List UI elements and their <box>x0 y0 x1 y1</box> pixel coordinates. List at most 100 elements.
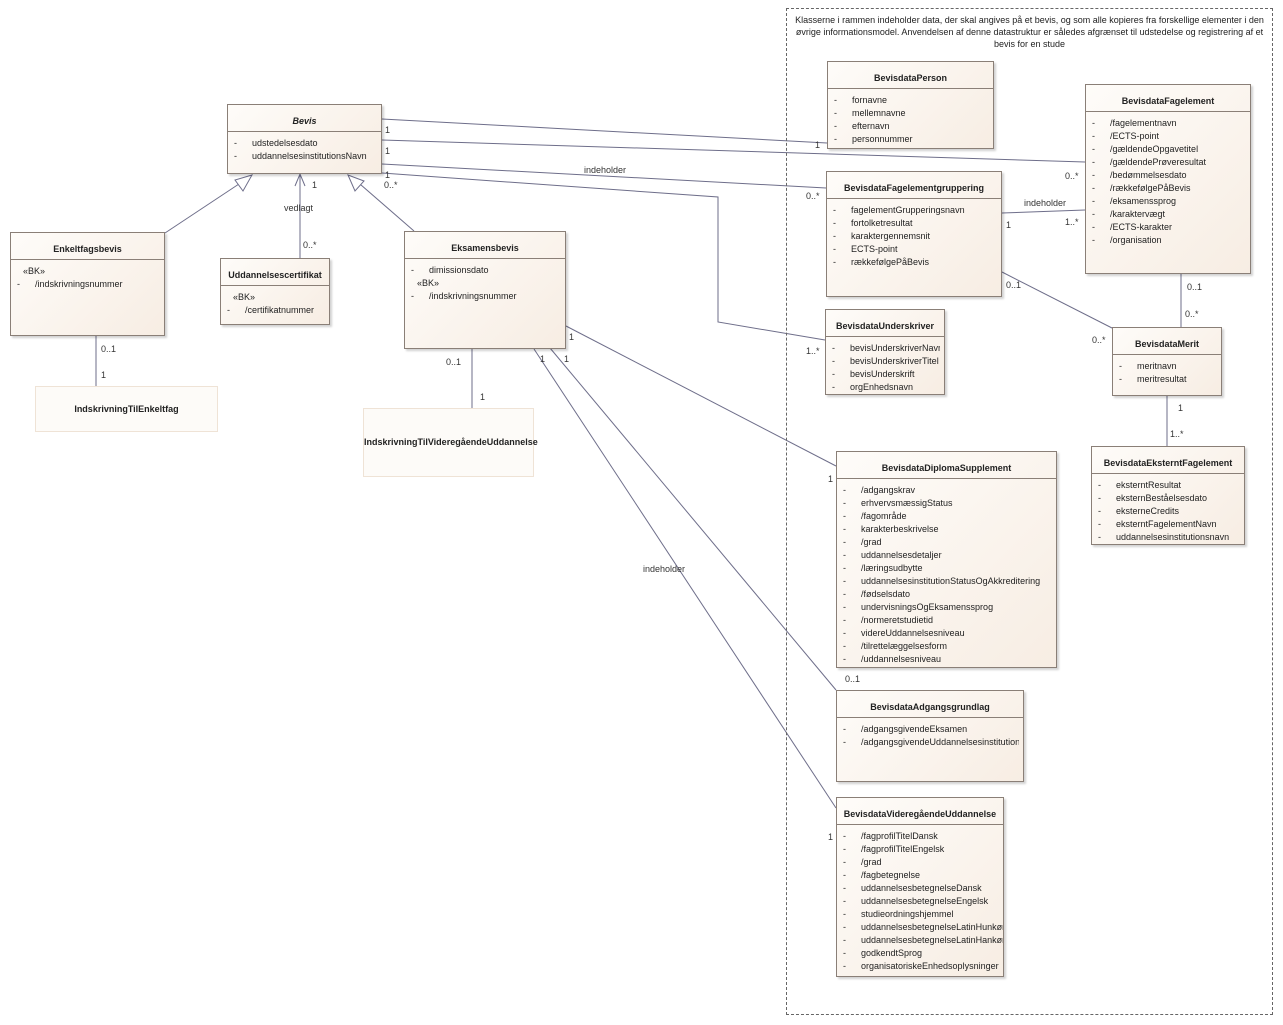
mult: 1 <box>385 125 391 135</box>
assoc-bevis-person <box>381 118 828 144</box>
class-bevis[interactable]: Bevis -udstedelsesdato -uddannelsesinsti… <box>227 104 382 174</box>
stereotype: «BK» <box>233 292 256 302</box>
arrowhead-vedlagt <box>294 172 306 187</box>
attribute: -uddannelsesinstitutionStatusOgAkkredite… <box>843 576 1041 586</box>
note-indskrivning-videre[interactable]: IndskrivningTilVideregåendeUddannelse <box>363 408 538 477</box>
attribute: -/certifikatnummer <box>227 305 315 315</box>
class-bevisdata-eksternt-fagelement[interactable]: BevisdataEksterntFagelement -eksterntRes… <box>1091 446 1245 545</box>
attribute: -/karaktervægt <box>1092 209 1166 219</box>
assoc-gruppering-merit <box>1001 271 1113 329</box>
class-title: BevisdataDiplomaSupplement <box>837 452 1056 479</box>
label-vedlagt: vedlagt <box>284 203 314 213</box>
attribute: -eksterntFagelementNavn <box>1098 519 1217 529</box>
attribute: -fagelementGrupperingsnavn <box>833 205 965 215</box>
attribute: -uddannelsesinstitutionsNavn <box>234 151 367 161</box>
attribute: -/adgangsgivendeUddannelsesinstitution <box>843 737 1019 747</box>
class-bevisdata-fagelement[interactable]: BevisdataFagelement -/fagelementnavn -/E… <box>1085 84 1251 274</box>
class-uddannelsescertifikat[interactable]: Uddannelsescertifikat «BK» -/certifikatn… <box>220 258 330 325</box>
label-indeholder-grp-fag: indeholder <box>1024 198 1067 208</box>
attribute: -/fagprofilTitelDansk <box>843 831 938 841</box>
attribute: -/fagbetegnelse <box>843 870 921 880</box>
mult: 1 <box>101 370 107 380</box>
attribute: -videreUddannelsesniveau <box>843 628 965 638</box>
mult: 1 <box>828 474 834 484</box>
attribute: -uddannelsesbetegnelseDansk <box>843 883 982 893</box>
class-bevisdata-diploma-supplement[interactable]: BevisdataDiplomaSupplement -/adgangskrav… <box>836 451 1057 668</box>
attribute: -bevisUnderskriverTitel <box>832 356 939 366</box>
class-title: BevisdataFagelement <box>1086 85 1250 112</box>
class-title: BevisdataFagelementgruppering <box>827 172 1001 199</box>
mult: 1 <box>540 354 546 364</box>
attribute: -/adgangsgivendeEksamen <box>843 724 968 734</box>
bevisdata-frame <box>786 8 1273 1015</box>
attribute: -personnummer <box>834 134 913 144</box>
assoc-bevis-fagelement <box>381 139 1086 163</box>
attribute: -meritnavn <box>1119 361 1177 371</box>
attribute: -organisatoriskeEnhedsoplysninger <box>843 961 999 971</box>
attribute: -/fagprofilTitelEngelsk <box>843 844 945 854</box>
mult: 0..1 <box>1006 280 1022 290</box>
mult: 1 <box>815 140 821 150</box>
attribute: -efternavn <box>834 121 890 131</box>
mult: 1..* <box>1065 217 1079 227</box>
attribute: -undervisningsOgEksamenssprog <box>843 602 994 612</box>
attribute: -erhvervsmæssigStatus <box>843 498 953 508</box>
attribute: -uddannelsesdetaljer <box>843 550 942 560</box>
mult: 1..* <box>1170 429 1184 439</box>
mult: 1 <box>564 354 570 364</box>
class-enkeltfagsbevis[interactable]: Enkeltfagsbevis «BK» -/indskrivningsnumm… <box>10 232 165 336</box>
mult: 1 <box>1006 220 1012 230</box>
attribute: -fortolketresultat <box>833 218 913 228</box>
class-bevisdata-person[interactable]: BevisdataPerson -fornavne -mellemnavne -… <box>827 61 994 149</box>
class-title: Bevis <box>228 105 381 132</box>
attribute: -bevisUnderskrift <box>832 369 915 379</box>
class-title: Enkeltfagsbevis <box>11 233 164 260</box>
mult: 0..* <box>1065 171 1079 181</box>
attribute: -karaktergennemsnit <box>833 231 931 241</box>
gen-eksamens-bevis <box>352 177 415 232</box>
stereotype: «BK» <box>417 278 440 288</box>
note-indskrivning-enkeltfag[interactable]: IndskrivningTilEnkeltfag <box>35 386 218 432</box>
class-title: BevisdataEksterntFagelement <box>1092 447 1244 474</box>
attribute: -/rækkefølgePåBevis <box>1092 183 1191 193</box>
attribute: -eksternBeståelsesdato <box>1098 493 1208 503</box>
class-title: BevisdataUnderskriver <box>826 310 944 337</box>
attribute: -orgEnhedsnavn <box>832 382 914 392</box>
attribute: -eksterneCredits <box>1098 506 1180 516</box>
mult: 0..* <box>1185 309 1199 319</box>
attribute: -/fagelementnavn <box>1092 118 1177 128</box>
attribute: -mellemnavne <box>834 108 906 118</box>
attribute: -uddannelsesinstitutionsnavn <box>1098 532 1230 542</box>
attribute: -/tilrettelæggelsesform <box>843 641 948 651</box>
attribute: -/adgangskrav <box>843 485 916 495</box>
attribute: -dimissionsdato <box>411 265 489 275</box>
class-bevisdata-adgangsgrundlag[interactable]: BevisdataAdgangsgrundlag -/adgangsgivend… <box>836 690 1024 782</box>
mult: 1 <box>385 170 391 180</box>
class-bevisdata-videregaaende-uddannelse[interactable]: BevisdataVideregåendeUddannelse -/fagpro… <box>836 797 1004 977</box>
class-eksamensbevis[interactable]: Eksamensbevis -dimissionsdato «BK» -/ind… <box>404 231 566 349</box>
attribute: -karakterbeskrivelse <box>843 524 939 534</box>
attribute: -fornavne <box>834 95 888 105</box>
assoc-bevis-gruppering <box>381 163 827 189</box>
attribute: -/ECTS-point <box>1092 131 1160 141</box>
class-title: BevisdataVideregåendeUddannelse <box>837 798 1003 825</box>
class-bevisdata-underskriver[interactable]: BevisdataUnderskriver -bevisUnderskriver… <box>825 309 945 395</box>
attribute: -studieordningshjemmel <box>843 909 954 919</box>
mult: 0..1 <box>845 674 861 684</box>
attribute: -/grad <box>843 857 882 867</box>
class-bevisdata-fagelementgruppering[interactable]: BevisdataFagelementgruppering -fagelemen… <box>826 171 1002 297</box>
attribute: -/indskrivningsnummer <box>17 279 123 289</box>
attribute: -/læringsudbytte <box>843 563 923 573</box>
class-bevisdata-merit[interactable]: BevisdataMerit -meritnavn -meritresultat <box>1112 327 1222 396</box>
attribute: -/organisation <box>1092 235 1162 245</box>
attribute: -rækkefølgePåBevis <box>833 257 930 267</box>
mult: 1 <box>569 332 575 342</box>
attribute: -ECTS-point <box>833 244 898 254</box>
label-indeholder-eks: indeholder <box>643 564 686 574</box>
mult: 0..* <box>303 240 317 250</box>
assoc-bevis-underskriver <box>381 172 826 341</box>
mult: 0..* <box>1092 335 1106 345</box>
class-title: Eksamensbevis <box>405 232 565 259</box>
mult: 1 <box>480 392 486 402</box>
attribute: -/bedømmelsesdato <box>1092 170 1187 180</box>
